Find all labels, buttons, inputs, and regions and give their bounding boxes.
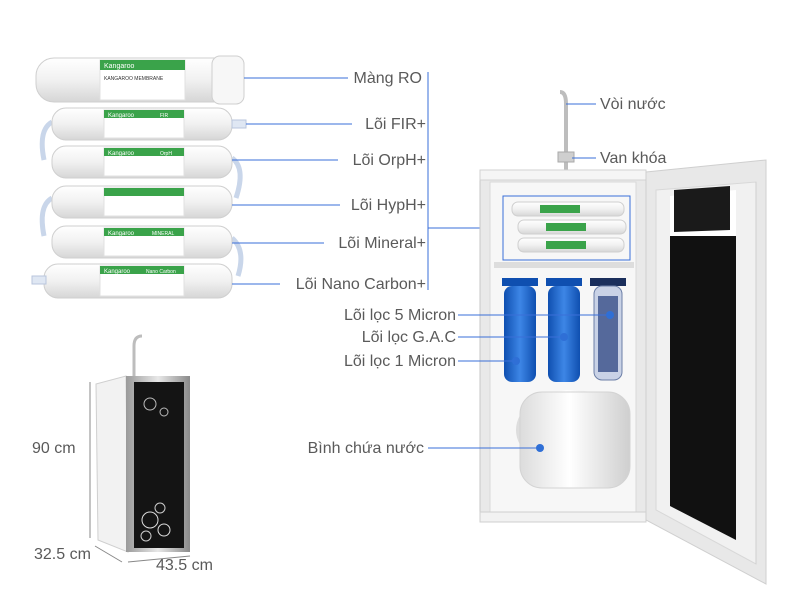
label-ro-membrane: Màng RO: [353, 70, 422, 87]
orph-cartridge: Kangaroo OrpH: [51, 145, 233, 179]
ro-membrane-text: KANGAROO MEMBRANE: [104, 76, 164, 82]
label-hyph: Lõi HypH+: [350, 197, 426, 214]
hyph-cartridge: [51, 185, 233, 219]
leader-dots: [512, 311, 614, 452]
fir-text: FIR: [160, 113, 168, 119]
label-fir: Lõi FIR+: [365, 116, 426, 133]
nano-brand-text: Kangaroo: [104, 269, 131, 275]
dimension-height: 90 cm: [32, 440, 76, 457]
nano-carbon-cartridge: Kangaroo Nano Carbon: [31, 263, 233, 299]
label-mineral: Lõi Mineral+: [338, 235, 426, 252]
label-1-micron: Lõi lọc 1 Micron: [343, 353, 456, 370]
label-tank: Bình chứa nước: [307, 440, 424, 457]
cartridge-leader-lines: [232, 72, 502, 290]
orph-brand-text: Kangaroo: [108, 151, 135, 157]
fir-brand-text: Kangaroo: [108, 113, 135, 119]
label-faucet: Vòi nước: [600, 96, 666, 113]
label-gac: Lõi lọc G.A.C: [361, 329, 456, 346]
mineral-text: MINERAL: [152, 231, 174, 237]
ro-membrane: Kangaroo KANGAROO MEMBRANE: [35, 55, 245, 105]
label-5-micron: Lõi lọc 5 Micron: [343, 307, 456, 324]
mineral-cartridge: Kangaroo MINERAL: [51, 225, 233, 259]
filter-stack: Kangaroo KANGAROO MEMBRANE Kangaroo FIR …: [31, 55, 247, 299]
label-orph: Lõi OrpH+: [352, 152, 426, 169]
fir-cartridge: Kangaroo FIR: [51, 107, 247, 141]
dimension-depth: 32.5 cm: [34, 546, 91, 563]
open-cabinet: [479, 90, 767, 585]
label-valve: Van khóa: [600, 150, 667, 167]
label-nano-carbon: Lõi Nano Carbon+: [295, 276, 426, 293]
orph-text: OrpH: [160, 151, 172, 157]
cabinet-dimension-illustration: [89, 334, 191, 563]
mineral-brand-text: Kangaroo: [108, 231, 135, 237]
nano-text: Nano Carbon: [146, 269, 176, 275]
cabinet-leader-lines: [428, 103, 610, 449]
dimension-width: 43.5 cm: [156, 557, 213, 574]
ro-brand-text: Kangaroo: [104, 63, 134, 70]
